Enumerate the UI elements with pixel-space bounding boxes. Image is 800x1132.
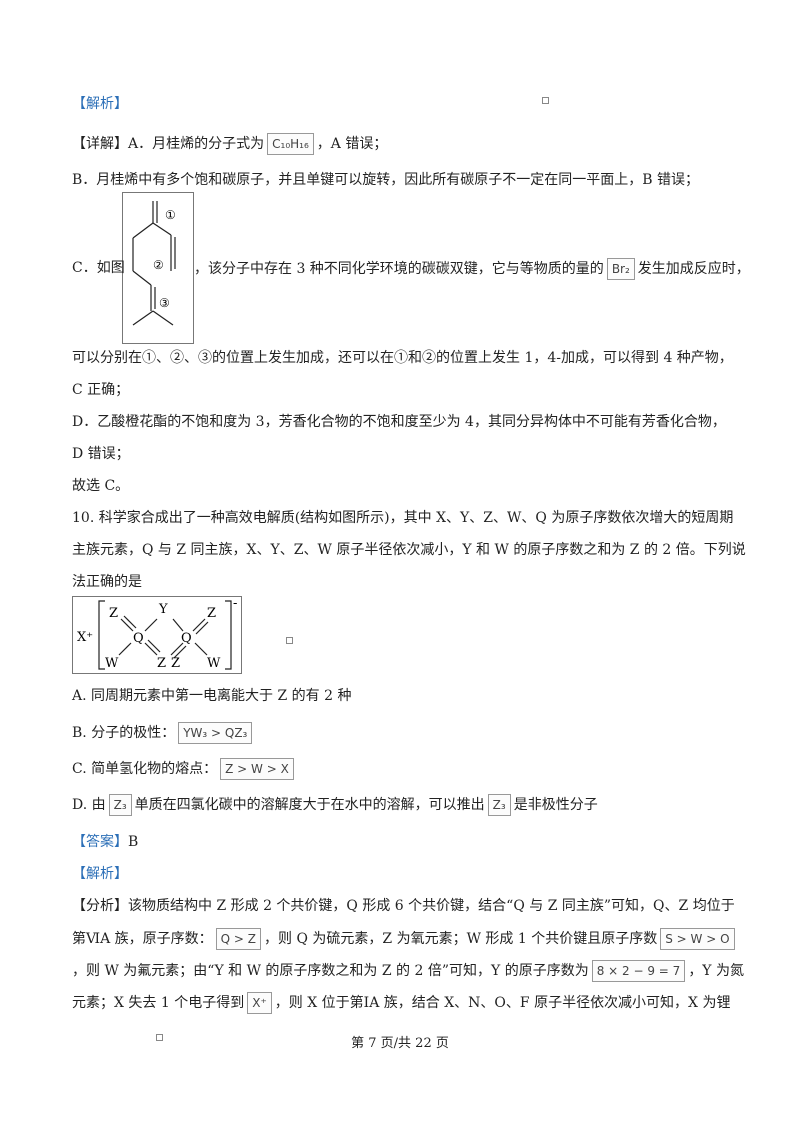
analysis-line2-a: 第ⅥA 族，原子序数： [72,931,213,947]
analysis-line3-a: ，则 W 为氟元素；由“Y 和 W 的原子序数之和为 Z 的 2 倍”可知，Y … [72,963,589,979]
option-b-text: B. 分子的极性： [72,725,176,741]
analysis-line2-b: ，则 Q 为硫元素，Z 为氧元素；W 形成 1 个共价键且原子序数 [264,931,658,947]
analysis-line2: 第ⅥA 族，原子序数：Q > Z，则 Q 为硫元素，Z 为氧元素；W 形成 1 … [72,928,738,950]
analysis-box-calc: 8 × 2 − 9 = 7 [591,960,686,982]
page-footer: 第 7 页/共 22 页 [351,1036,449,1051]
formula-box: C₁₀H₁₆ [267,133,314,155]
line-c3: C 正确； [72,382,130,398]
line-c-mid: ，该分子中存在 3 种不同化学环境的碳碳双键，它与等物质的量的 [194,261,604,277]
answer-value: B [128,834,139,850]
line-d: D．乙酸橙花酯的不饱和度为 3，芳香化合物的不饱和度至少为 4，其同分异构体中不… [72,414,726,430]
atom-q-left: Q [133,631,144,646]
option-c-text: C. 简单氢化物的熔点： [72,761,218,777]
option-d-text3: 是非极性分子 [513,797,598,813]
corner-mark-mid [286,637,293,644]
analysis-line3-b: ，Y 为氮 [688,963,745,979]
corner-mark-bottom [156,1034,163,1041]
electrolyte-svg: X⁺ Y Z Z Q Q W Z Z W - [77,596,237,671]
atom-z-top-right: Z [207,606,216,621]
answer-line: 【答案】B [72,832,138,852]
label-1: ① [165,208,176,222]
atom-w-left: W [105,656,119,671]
analysis-line4-a: 元素；X 失去 1 个电子得到 [72,995,245,1011]
atom-z-top-left: Z [109,606,118,621]
analysis-line1: 【分析】该物质结构中 Z 形成 2 个共价键，Q 形成 6 个共价键，结合“Q … [72,898,735,914]
option-b: B. 分子的极性：YW₃ > QZ₃ [72,722,255,744]
answer-label: 【答案】 [72,834,128,850]
detail-suffix: ，A 错误； [316,136,388,152]
option-a: A. 同周期元素中第一电离能大于 Z 的有 2 种 [72,688,352,704]
q10-line2: 主族元素，Q 与 Z 同主族，X、Y、Z、W 原子半径依次减小，Y 和 W 的原… [72,542,746,558]
atom-z-bottom-1: Z [157,656,166,671]
option-d-box1: Z₃ [108,794,132,816]
electrolyte-structure: X⁺ Y Z Z Q Q W Z Z W - [72,596,242,674]
atom-w-right: W [207,656,221,671]
atom-z-bottom-2: Z [171,656,180,671]
option-d-text2: 单质在四氯化碳中的溶解度大于在水中的溶解，可以推出 [134,797,485,813]
analysis-box-x: X⁺ [247,992,272,1014]
option-b-box: YW₃ > QZ₃ [178,722,253,744]
analysis-box-swo: S > W > O [660,928,735,950]
line-d2: D 错误； [72,446,130,462]
myrcene-structure: ① ② ③ [122,192,194,344]
choose-line: 故选 C。 [72,478,130,494]
analysis-heading: 【解析】 [72,96,128,112]
label-2: ② [153,258,164,272]
atom-y: Y [158,602,168,617]
analysis-box-qz: Q > Z [215,928,262,950]
line-b: B．月桂烯中有多个饱和碳原子，并且单键可以旋转，因此所有碳原子不一定在同一平面上… [72,172,700,188]
detail-text: 【详解】A．月桂烯的分子式为 [72,136,265,152]
line-c: C．如图 [72,258,125,278]
analysis-heading-2: 【解析】 [72,866,128,882]
label-3: ③ [159,296,170,310]
option-c: C. 简单氢化物的熔点：Z > W > X [72,758,297,780]
option-d-text1: D. 由 [72,797,106,813]
line-c-end: 发生加成反应时， [637,261,750,277]
q10-line1: 10. 科学家合成出了一种高效电解质(结构如图所示)，其中 X、Y、Z、W、Q … [72,510,734,526]
line-c-prefix: C．如图 [72,260,125,276]
anion-charge: - [233,597,237,611]
line-c2: 可以分别在①、②、③的位置上发生加成，还可以在①和②的位置上发生 1，4-加成，… [72,350,733,366]
analysis-line4-b: ，则 X 位于第ⅠA 族，结合 X、N、O、F 原子半径依次减小可知，X 为锂 [274,995,731,1011]
cation-label: X⁺ [77,630,93,645]
br2-box: Br₂ [606,258,635,280]
option-d-box2: Z₃ [487,794,511,816]
analysis-line3: ，则 W 为氟元素；由“Y 和 W 的原子序数之和为 Z 的 2 倍”可知，Y … [72,960,744,982]
option-c-box: Z > W > X [220,758,294,780]
myrcene-svg: ① ② ③ [132,201,176,326]
atom-q-right: Q [181,631,192,646]
q10-line3: 法正确的是 [72,574,142,590]
corner-mark-top [542,97,549,104]
